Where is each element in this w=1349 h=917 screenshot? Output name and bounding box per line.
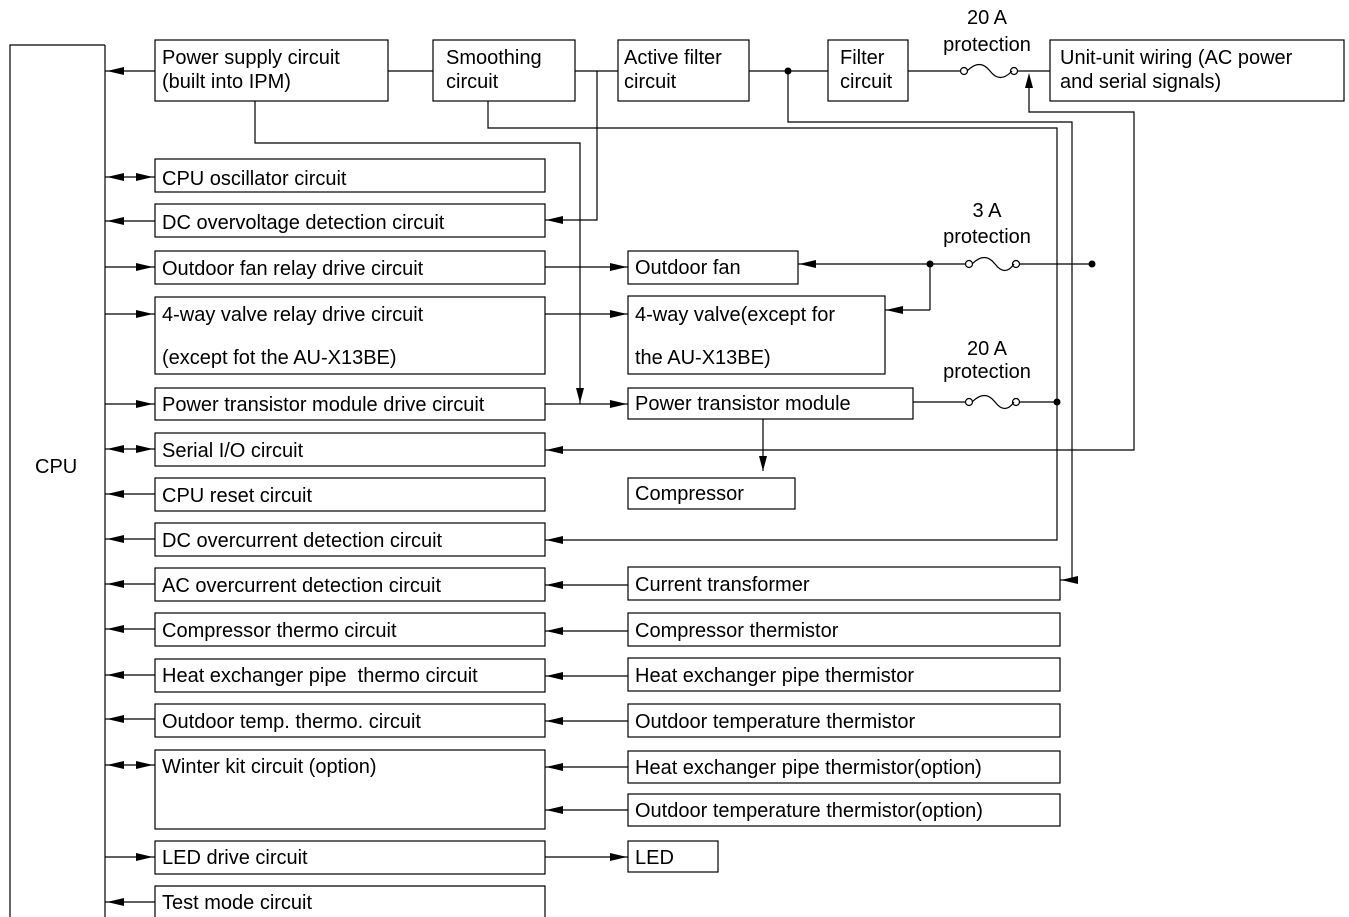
outdoor-fan-box (627, 250, 799, 285)
hex-thermo-box (154, 658, 546, 693)
module-fuse-caption: protection (943, 361, 1031, 383)
outdoor-fan-label: Outdoor fan (635, 257, 741, 279)
cpu-block (9, 44, 105, 917)
labels: CPU Power supply circuit (built into IPM… (35, 7, 1293, 914)
active-filter-label-1: Active filter (624, 47, 722, 69)
power-drive-label: Power transistor module drive circuit (162, 394, 485, 416)
unit-wiring-label-1: Unit-unit wiring (AC power (1060, 47, 1293, 69)
junction-dot (926, 260, 934, 268)
ac-overcurrent-box (154, 567, 546, 602)
outdoor-thermistor-label: Outdoor temperature thermistor (635, 711, 915, 733)
boxes (9, 39, 1345, 917)
hex-thermistor-label: Heat exchanger pipe thermistor (635, 665, 914, 687)
power-module-label: Power transistor module (635, 393, 851, 415)
valve-relay-box (154, 296, 546, 375)
power-supply-label-1: Power supply circuit (162, 47, 340, 69)
unit-wiring-label-2: and serial signals) (1060, 71, 1221, 93)
led-drive-box (154, 840, 546, 875)
test-mode-box (154, 885, 546, 917)
fan-fuse-caption: protection (943, 226, 1031, 248)
cpu-oscillator-label: CPU oscillator circuit (162, 168, 347, 190)
unit-wiring-box (1049, 39, 1345, 102)
smoothing-label-2: circuit (446, 71, 499, 93)
hex-thermistor-box (627, 657, 1061, 692)
serial-io-label: Serial I/O circuit (162, 440, 304, 462)
module-fuse-icon (964, 394, 1021, 410)
comp-thermistor-box (627, 612, 1061, 647)
outdoor-thermistor-opt-box (627, 793, 1061, 827)
outdoor-thermistor-opt-label: Outdoor temperature thermistor(option) (635, 800, 983, 822)
cpu-reset-box (154, 477, 546, 512)
cpu-label: CPU (35, 456, 77, 478)
compressor-label: Compressor (635, 483, 744, 505)
dc-overcurrent-box (154, 522, 546, 557)
compressor-box (627, 477, 796, 510)
hex-thermistor-opt-box (627, 750, 1061, 784)
fuse-symbols (959, 63, 1021, 410)
fan-relay-box (154, 250, 546, 285)
four-way-valve-label-2: the AU-X13BE) (635, 347, 771, 369)
winter-kit-label: Winter kit circuit (option) (162, 756, 377, 778)
arrowheads (107, 67, 1078, 906)
winter-kit-box (154, 749, 546, 830)
comp-thermistor-label: Compressor thermistor (635, 620, 839, 642)
valve-relay-label-1: 4-way valve relay drive circuit (162, 304, 424, 326)
current-transformer-box (627, 566, 1061, 601)
outdoor-thermo-box (154, 703, 546, 738)
comp-thermo-box (154, 612, 546, 647)
comp-thermo-label: Compressor thermo circuit (162, 620, 397, 642)
power-supply-box (154, 39, 389, 102)
current-transformer-label: Current transformer (635, 574, 810, 596)
smoothing-box (432, 39, 576, 102)
dc-overcurrent-label: DC overcurrent detection circuit (162, 530, 443, 552)
outdoor-thermistor-box (627, 703, 1061, 738)
filter-label-1: Filter (840, 47, 885, 69)
test-mode-label: Test mode circuit (162, 892, 312, 914)
hex-thermistor-opt-label: Heat exchanger pipe thermistor(option) (635, 757, 982, 779)
led-box (627, 840, 719, 873)
fan-relay-label: Outdoor fan relay drive circuit (162, 258, 424, 280)
junction-dot (784, 67, 792, 75)
filter-label-2: circuit (840, 71, 893, 93)
main-fuse-icon (959, 63, 1019, 79)
junction-dot (1053, 398, 1061, 406)
dc-overvoltage-box (154, 203, 546, 238)
main-fuse-caption: protection (943, 34, 1031, 56)
hex-thermo-label: Heat exchanger pipe thermo circuit (162, 665, 478, 687)
junction-dots (784, 67, 1096, 406)
power-drive-box (154, 387, 546, 421)
active-filter-label-2: circuit (624, 71, 677, 93)
led-label: LED (635, 847, 674, 869)
power-module-box (627, 387, 914, 420)
cpu-oscillator-box (154, 158, 546, 193)
dc-overvoltage-label: DC overvoltage detection circuit (162, 212, 445, 234)
outdoor-thermo-label: Outdoor temp. thermo. circuit (162, 711, 421, 733)
active-filter-box (617, 39, 750, 102)
led-drive-label: LED drive circuit (162, 847, 308, 869)
fan-fuse-icon (964, 256, 1021, 272)
power-supply-label-2: (built into IPM) (162, 71, 291, 93)
four-way-valve-box (627, 295, 886, 375)
junction-dot (1088, 260, 1096, 268)
fan-fuse-rating: 3 A (973, 200, 1003, 222)
valve-relay-label-2: (except fot the AU-X13BE) (162, 347, 397, 369)
cpu-reset-label: CPU reset circuit (162, 485, 312, 507)
smoothing-label-1: Smoothing (446, 47, 542, 69)
main-fuse-rating: 20 A (967, 7, 1008, 29)
serial-io-box (154, 432, 546, 467)
four-way-valve-label-1: 4-way valve(except for (635, 304, 835, 326)
module-fuse-rating: 20 A (967, 338, 1008, 360)
ac-overcurrent-label: AC overcurrent detection circuit (162, 575, 441, 597)
filter-box (827, 39, 909, 102)
